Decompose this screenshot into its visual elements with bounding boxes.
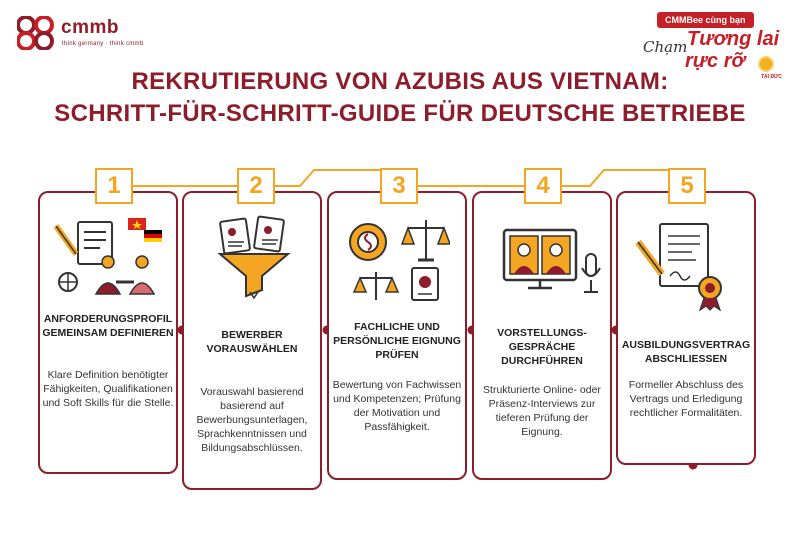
video-interview-icon — [502, 228, 601, 293]
step-description-2: Vorauswahl basierend basierend auf Bewer… — [196, 386, 308, 454]
step-title-1: ANFORDERUNGSPROFIL GEMEINSAM DEFINIEREN — [42, 313, 174, 339]
brand-logo: cmmb think germany · think cmmb — [17, 16, 157, 52]
step-number-4: 4 — [524, 168, 562, 204]
profile-handshake-icon — [53, 218, 162, 295]
step-description-4: Strukturierte Online- oder Präsenz-Inter… — [483, 384, 601, 438]
step-description-5: Formeller Abschluss des Vertrags und Erl… — [628, 379, 744, 419]
logo-tagline: think germany · think cmmb — [62, 41, 144, 47]
page-title-line-1: REKRUTIERUNG VON AZUBIS AUS VIETNAM: — [131, 68, 669, 95]
cv-funnel-icon — [217, 215, 291, 300]
page-title-line-2: SCHRITT-FÜR-SCHRITT-GUIDE FÜR DEUTSCHE B… — [54, 100, 746, 127]
step-description-1: Klare Definition benötigter Fähigkeiten,… — [42, 369, 174, 409]
step-title-4: VORSTELLUNGS-GESPRÄCHE DURCHFÜHREN — [497, 327, 587, 367]
badge-pill: CMMBee cùng bạn — [657, 12, 754, 28]
campaign-badge: CMMBee cùng bạn Chạm Tương lai rực rỡ TẠ… — [643, 12, 783, 82]
bee-mascot-icon — [758, 56, 774, 72]
badge-mini: TẠI ĐỨC — [761, 74, 782, 80]
contract-signing-icon — [636, 223, 722, 312]
brain-scales-icon — [349, 220, 450, 301]
step-number-5: 5 — [668, 168, 706, 204]
badge-line-1: Tương lai — [687, 28, 780, 50]
cmmb-logo-icon — [17, 16, 54, 50]
step-number-2: 2 — [237, 168, 275, 204]
step-title-3: FACHLICHE UND PERSÖNLICHE EIGNUNG PRÜFEN — [333, 321, 461, 361]
step-title-5: AUSBILDUNGSVERTRAG ABSCHLIESSEN — [621, 339, 751, 365]
step-number-1: 1 — [95, 168, 133, 204]
badge-line-2: rực rỡ — [685, 50, 745, 72]
step-description-3: Bewertung von Fachwissen und Kompetenzen… — [332, 379, 462, 433]
logo-wordmark: cmmb — [61, 17, 119, 38]
step-title-2: BEWERBER VORAUSWÄHLEN — [206, 329, 298, 355]
step-number-3: 3 — [380, 168, 418, 204]
badge-script: Chạm — [643, 38, 688, 56]
step-card-2 — [182, 191, 322, 490]
